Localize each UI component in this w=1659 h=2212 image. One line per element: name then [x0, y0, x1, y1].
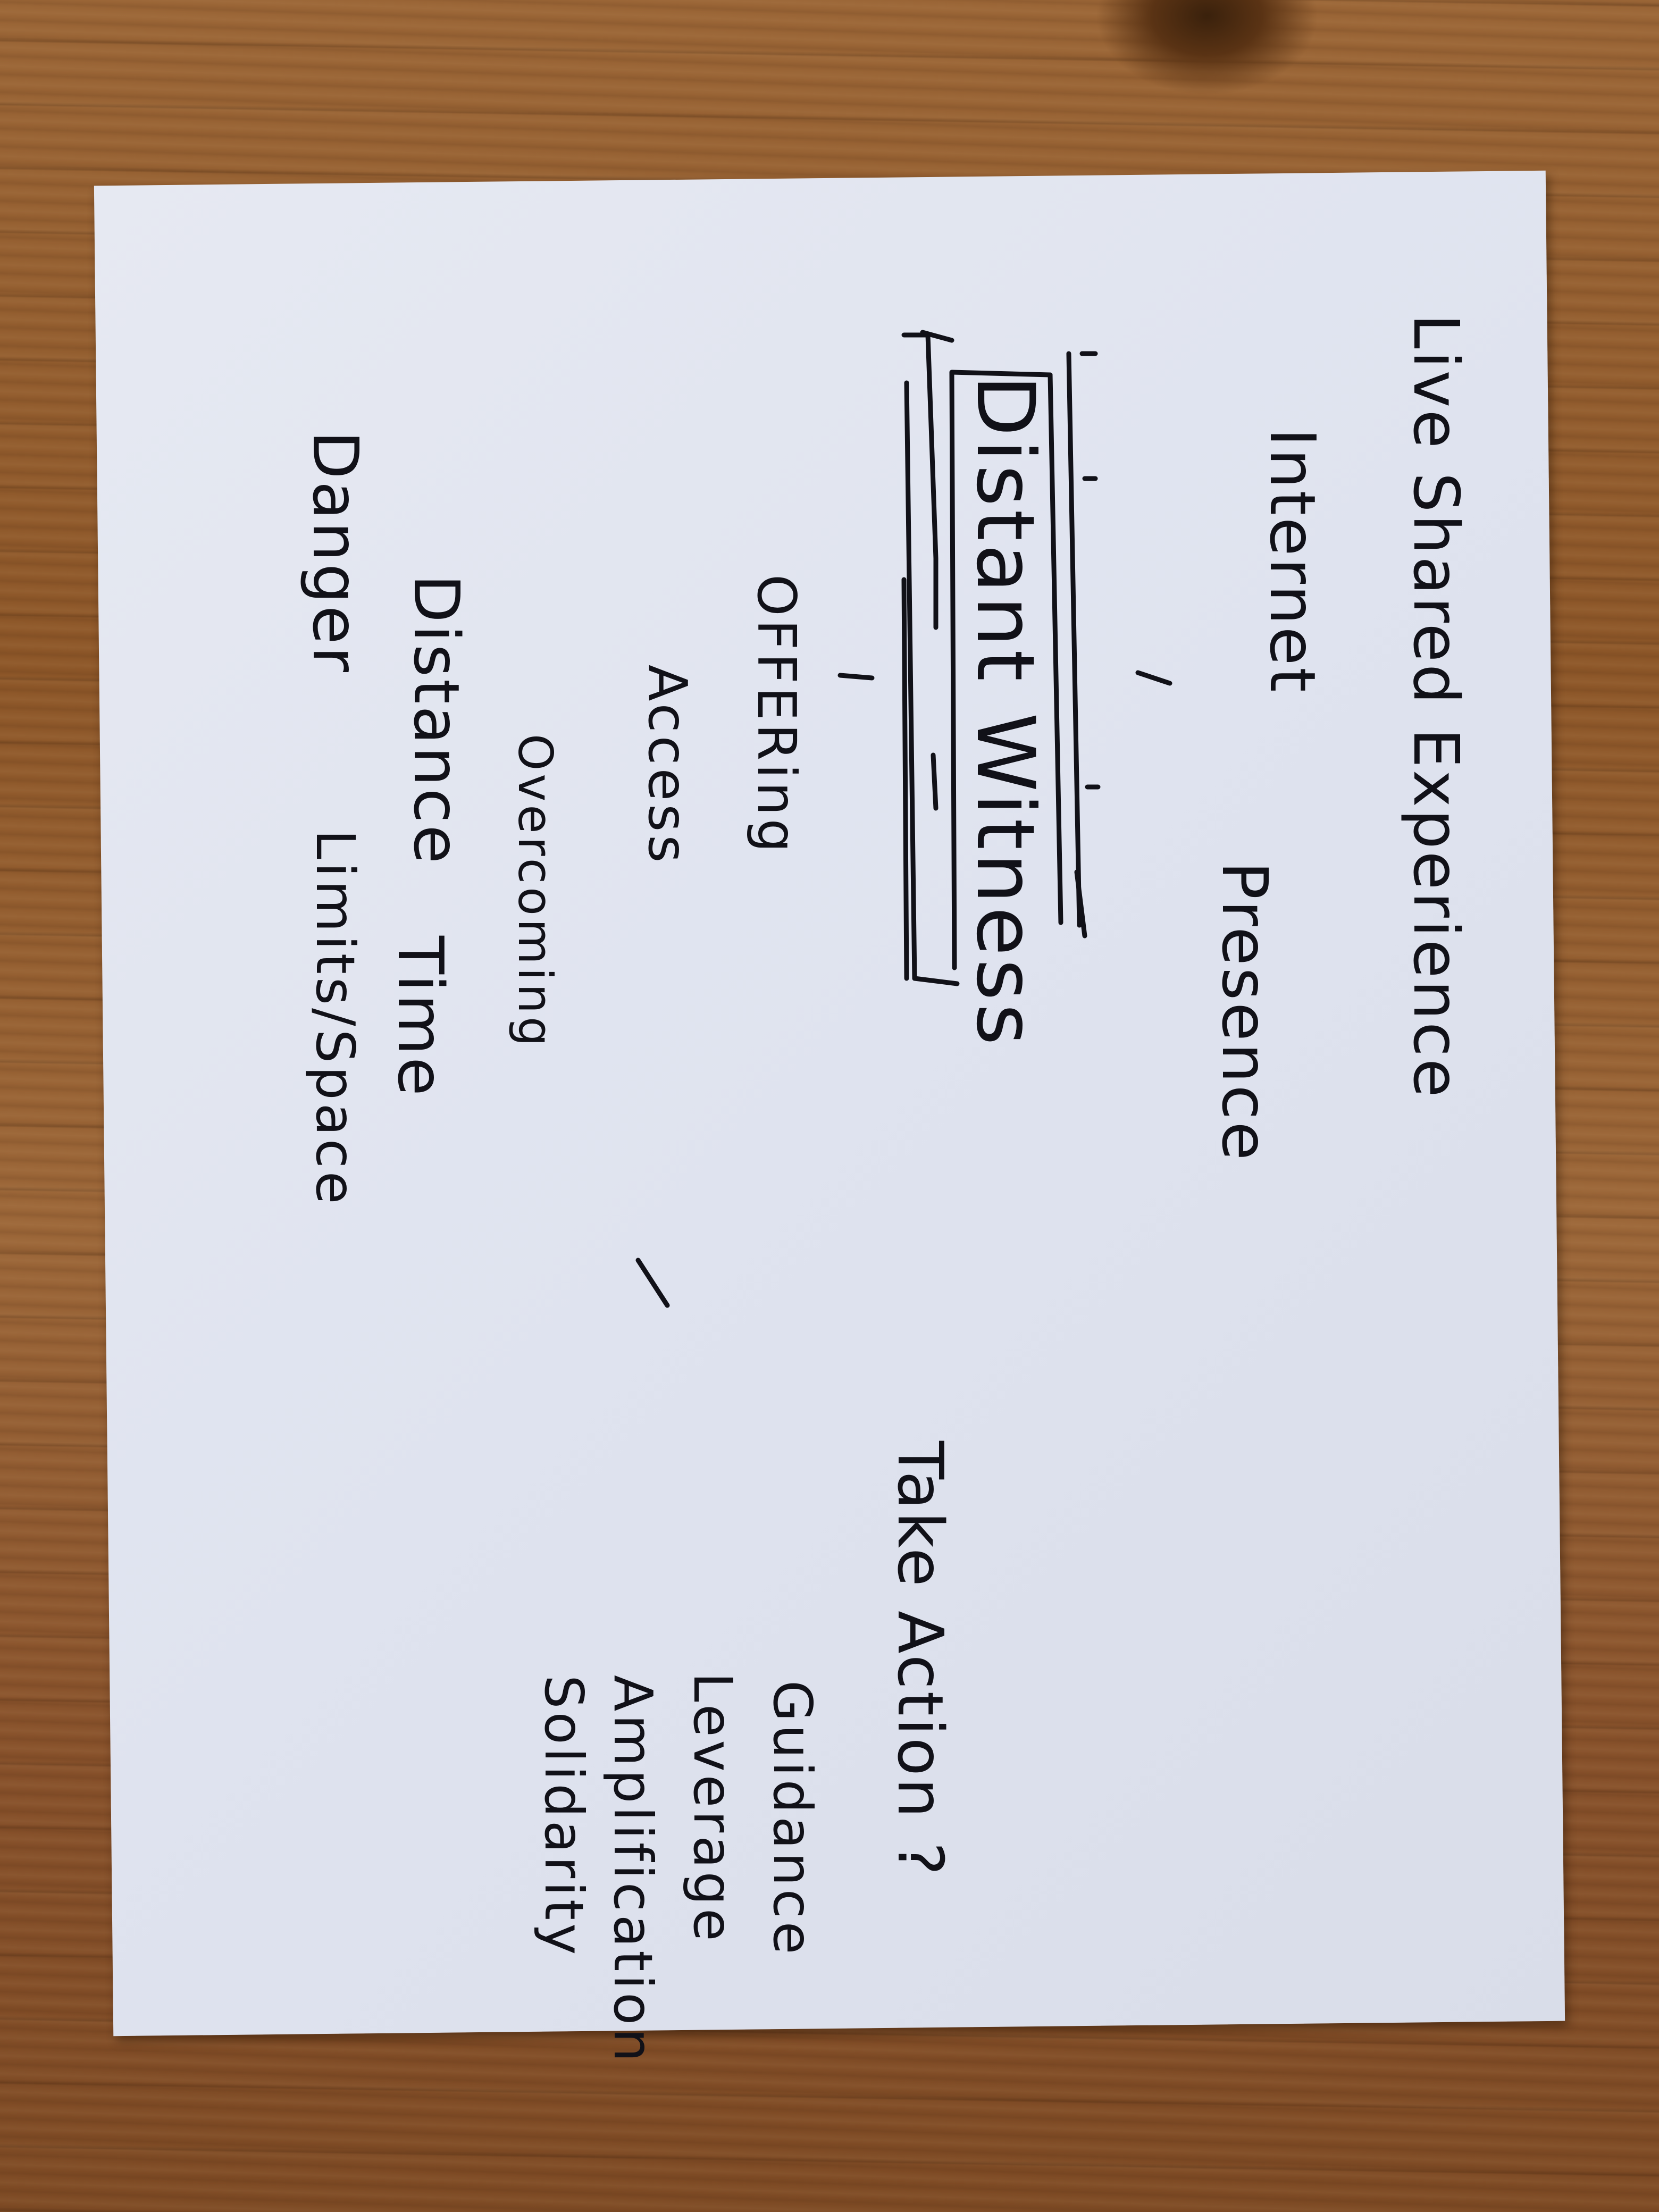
item-guidance: Guidance	[761, 1680, 824, 1958]
line-time: Time	[384, 936, 457, 1098]
line-presence: Presence	[1208, 861, 1281, 1162]
item-leverage: Leverage	[682, 1672, 744, 1945]
line-live-shared-experience: Live Shared Experience	[1400, 314, 1473, 1100]
heading-take-action: Take Action ?	[884, 1441, 957, 1878]
item-solidarity: Solidarity	[533, 1675, 595, 1958]
line-distance: Distance	[400, 574, 473, 866]
line-access: Access	[636, 665, 699, 866]
line-danger: Danger	[299, 431, 372, 674]
line-offering: OFFERing	[745, 574, 808, 856]
line-overcoming: Overcoming	[508, 734, 563, 1050]
item-amplification: Amplification	[602, 1675, 664, 2065]
boxed-distant-witness: Distant Witness	[959, 375, 1051, 1049]
line-internet: Internet	[1256, 428, 1329, 694]
line-limits-space: Limits/Space	[304, 830, 366, 1208]
